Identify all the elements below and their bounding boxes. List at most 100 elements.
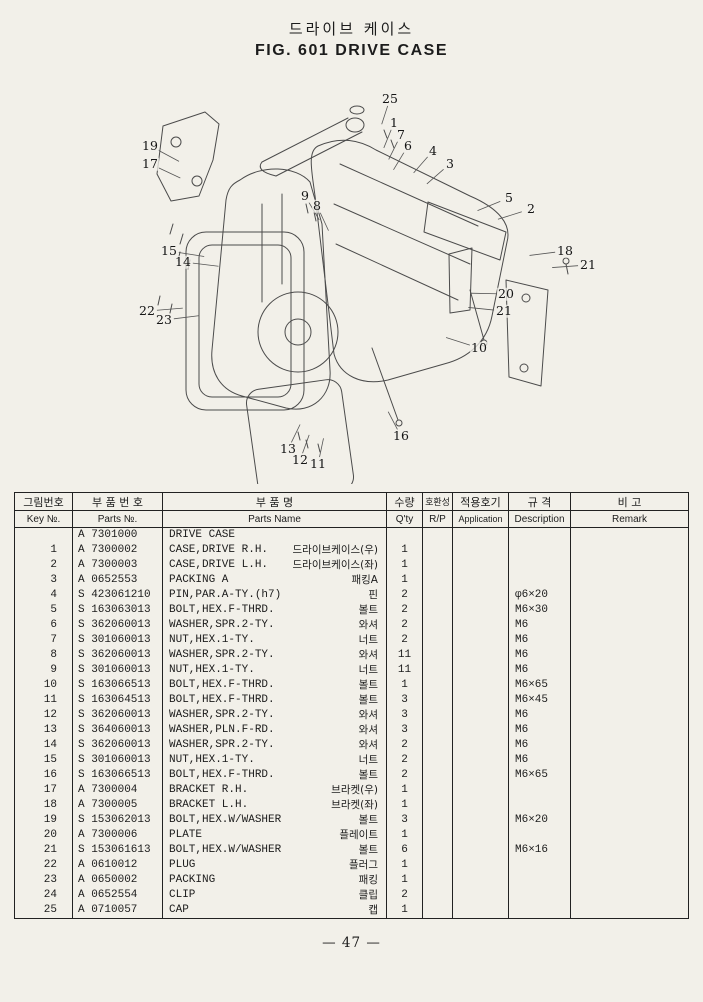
page-number: — 47 — (322, 935, 381, 951)
cell-description: M6 (508, 663, 571, 678)
cell-description: M6×16 (508, 843, 571, 858)
cell-description: M6 (508, 708, 571, 723)
part-name-korean: 너트 (358, 754, 378, 766)
cell-qty: 2 (386, 768, 423, 783)
cell-description (508, 573, 571, 588)
cell-parts-name: BOLT,HEX.F-THRD.볼트 (162, 603, 387, 618)
cell-parts-name: WASHER,SPR.2-TY.와셔 (162, 708, 387, 723)
diagram-callout-18: 18 (556, 242, 574, 258)
header-qty-korean: 수량 (386, 492, 423, 511)
cell-rp (422, 678, 453, 693)
cell-remark (570, 798, 689, 813)
cell-key-no: 17 (14, 783, 73, 798)
part-name-english: BOLT,HEX.F-THRD. (169, 679, 275, 691)
cell-rp (422, 828, 453, 843)
page-titles: 드라이브 케이스 FIG. 601 DRIVE CASE (0, 0, 703, 60)
cell-application (452, 723, 509, 738)
cell-description: M6 (508, 633, 571, 648)
diagram-callout-20: 20 (497, 285, 515, 301)
part-name-korean: 볼트 (358, 604, 378, 616)
part-name-english: WASHER,SPR.2-TY. (169, 649, 275, 661)
part-name-english: CAP (169, 904, 189, 916)
part-name-english: WASHER,PLN.F-RD. (169, 724, 275, 736)
cell-parts-name: WASHER,PLN.F-RD.와셔 (162, 723, 387, 738)
cell-qty: 2 (386, 633, 423, 648)
cell-application (452, 888, 509, 903)
cell-parts-name: PIN,PAR.A-TY.(h7)핀 (162, 588, 387, 603)
part-name-korean: 클립 (358, 889, 378, 901)
cell-remark (570, 558, 689, 573)
cell-parts-name: CASE,DRIVE L.H.드라이브케이스(좌) (162, 558, 387, 573)
cell-application (452, 738, 509, 753)
cell-remark (570, 858, 689, 873)
cell-remark (570, 708, 689, 723)
cell-parts-no: S 301060013 (72, 753, 163, 768)
part-name-english: DRIVE CASE (169, 529, 236, 541)
cell-qty: 1 (386, 873, 423, 888)
part-name-korean: 와셔 (358, 619, 378, 631)
header-app-english: Application (452, 510, 509, 528)
cell-application (452, 813, 509, 828)
callout-leader-lines (156, 105, 579, 458)
cell-remark (570, 693, 689, 708)
cell-parts-name: DRIVE CASE (162, 527, 387, 543)
cell-parts-name: NUT,HEX.1-TY.너트 (162, 753, 387, 768)
cell-key-no: 2 (14, 558, 73, 573)
cell-parts-no: A 0652554 (72, 888, 163, 903)
header-key-korean: 그림번호 (14, 492, 73, 511)
diagram-callout-8: 8 (312, 197, 322, 213)
cell-qty (386, 527, 423, 543)
part-name-english: NUT,HEX.1-TY. (169, 664, 255, 676)
cell-key-no: 4 (14, 588, 73, 603)
cell-parts-no: S 423061210 (72, 588, 163, 603)
cell-key-no: 21 (14, 843, 73, 858)
header-rp-english: R/P (422, 510, 453, 528)
cell-parts-name: NUT,HEX.1-TY.너트 (162, 633, 387, 648)
cell-remark (570, 888, 689, 903)
cell-parts-name: BOLT,HEX.F-THRD.볼트 (162, 693, 387, 708)
cell-qty: 3 (386, 723, 423, 738)
cell-parts-name: NUT,HEX.1-TY.너트 (162, 663, 387, 678)
cell-key-no: 11 (14, 693, 73, 708)
cell-parts-no: A 7300005 (72, 798, 163, 813)
cell-description: M6 (508, 618, 571, 633)
cell-application (452, 663, 509, 678)
cell-parts-no: S 364060013 (72, 723, 163, 738)
cell-rp (422, 873, 453, 888)
diagram-callout-7: 7 (396, 126, 406, 142)
cell-description: M6×45 (508, 693, 571, 708)
cell-parts-no: S 362060013 (72, 708, 163, 723)
part-name-korean: 볼트 (358, 679, 378, 691)
part-name-korean: 드라이브케이스(우) (292, 544, 378, 556)
cell-remark (570, 573, 689, 588)
diagram-callout-23: 23 (155, 311, 173, 327)
cell-parts-no: A 7300003 (72, 558, 163, 573)
cell-qty: 3 (386, 813, 423, 828)
cell-application (452, 708, 509, 723)
cell-key-no: 15 (14, 753, 73, 768)
cell-parts-name: WASHER,SPR.2-TY.와셔 (162, 738, 387, 753)
part-name-korean: 플레이트 (339, 829, 378, 841)
cell-qty: 1 (386, 798, 423, 813)
cell-key-no: 19 (14, 813, 73, 828)
diagram-callout-19: 19 (141, 137, 159, 153)
cell-description (508, 798, 571, 813)
cell-application (452, 648, 509, 663)
part-name-korean: 플러그 (349, 859, 378, 871)
cell-description: φ6×20 (508, 588, 571, 603)
cell-rp (422, 858, 453, 873)
cell-application (452, 678, 509, 693)
cell-rp (422, 708, 453, 723)
